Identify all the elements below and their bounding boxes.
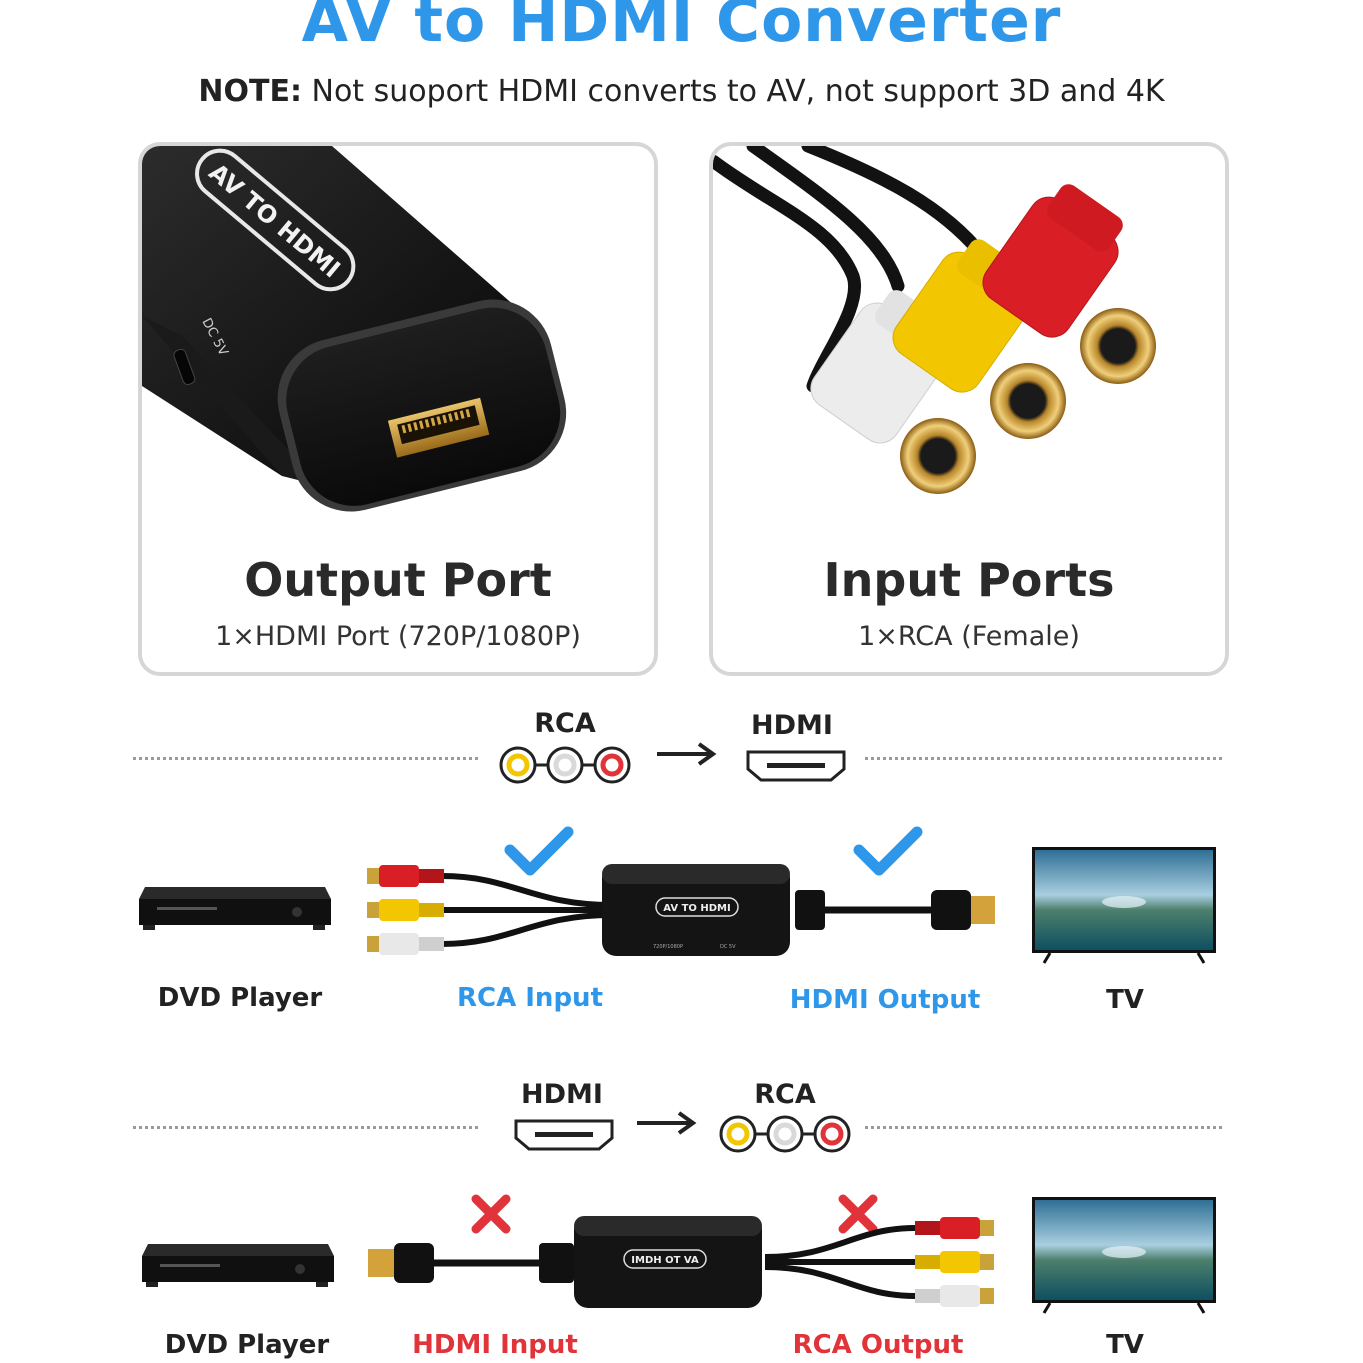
converter-label: AV TO HDMI: [663, 903, 730, 914]
cross-icon: [471, 1194, 511, 1234]
resolution-label: 720P/1080P: [653, 944, 683, 950]
input-label: HDMI Input: [412, 1330, 578, 1360]
page-title: AV to HDMI Converter: [301, 0, 1062, 56]
rca-red-plug: [982, 184, 1156, 384]
to-label: RCA: [754, 1079, 816, 1110]
target-label: TV: [1106, 985, 1144, 1015]
input-label: RCA Input: [456, 983, 603, 1013]
from-label: RCA: [534, 708, 596, 739]
hdmi-port-icon: [514, 1119, 614, 1151]
converter-box-image: AV TO HDMI 720P/1080P DC 5V: [602, 864, 790, 956]
check-icon: [853, 826, 923, 876]
note-label: NOTE:: [198, 74, 302, 109]
converter-box-image: IMDH OT VA: [574, 1216, 762, 1308]
divider-left: [133, 1126, 478, 1129]
dc-label: DC 5V: [720, 944, 736, 950]
arrow-right-icon: [657, 742, 717, 766]
hdmi-input-cable-image: [368, 1243, 574, 1283]
tv-image: [1032, 1197, 1216, 1314]
source-label: DVD Player: [157, 983, 323, 1013]
divider-left: [133, 757, 478, 760]
rca-connectors-icon: [719, 1115, 851, 1153]
input-ports-title: Input Ports: [823, 553, 1115, 607]
rca-input-cable-image: [367, 865, 612, 955]
converter-label: IMDH OT VA: [631, 1255, 699, 1266]
rca-cables-image: [713, 146, 1156, 494]
source-label: DVD Player: [164, 1330, 330, 1360]
note-text: Not suoport HDMI converts to AV, not sup…: [301, 74, 1165, 109]
output-port-title: Output Port: [244, 553, 552, 607]
input-ports-subtitle: 1×RCA (Female): [858, 621, 1080, 652]
rca-output-cable-image: [765, 1217, 994, 1307]
rca-connectors-icon: [499, 746, 631, 784]
cross-icon: [838, 1194, 878, 1234]
hdmi-port-icon: [746, 750, 846, 782]
from-label: HDMI: [521, 1079, 603, 1110]
divider-right: [865, 1126, 1222, 1129]
hdmi-adapter-image: AV TO HDMI DC 5V: [142, 146, 567, 512]
dvd-player-image: [139, 887, 331, 930]
output-label: HDMI Output: [789, 985, 981, 1015]
to-label: HDMI: [751, 710, 833, 741]
divider-right: [865, 757, 1222, 760]
hdmi-output-cable-image: [795, 890, 995, 930]
output-label: RCA Output: [792, 1330, 964, 1360]
tv-image: [1032, 847, 1216, 964]
target-label: TV: [1106, 1330, 1144, 1360]
check-icon: [504, 826, 574, 876]
dvd-player-image: [142, 1244, 334, 1287]
output-port-card: AV TO HDMI DC 5V Output Port 1×HDMI Port…: [138, 142, 658, 676]
note: NOTE: Not suoport HDMI converts to AV, n…: [0, 74, 1363, 109]
arrow-right-icon: [637, 1111, 697, 1135]
input-ports-card: Input Ports 1×RCA (Female): [709, 142, 1229, 676]
output-port-subtitle: 1×HDMI Port (720P/1080P): [215, 621, 581, 652]
